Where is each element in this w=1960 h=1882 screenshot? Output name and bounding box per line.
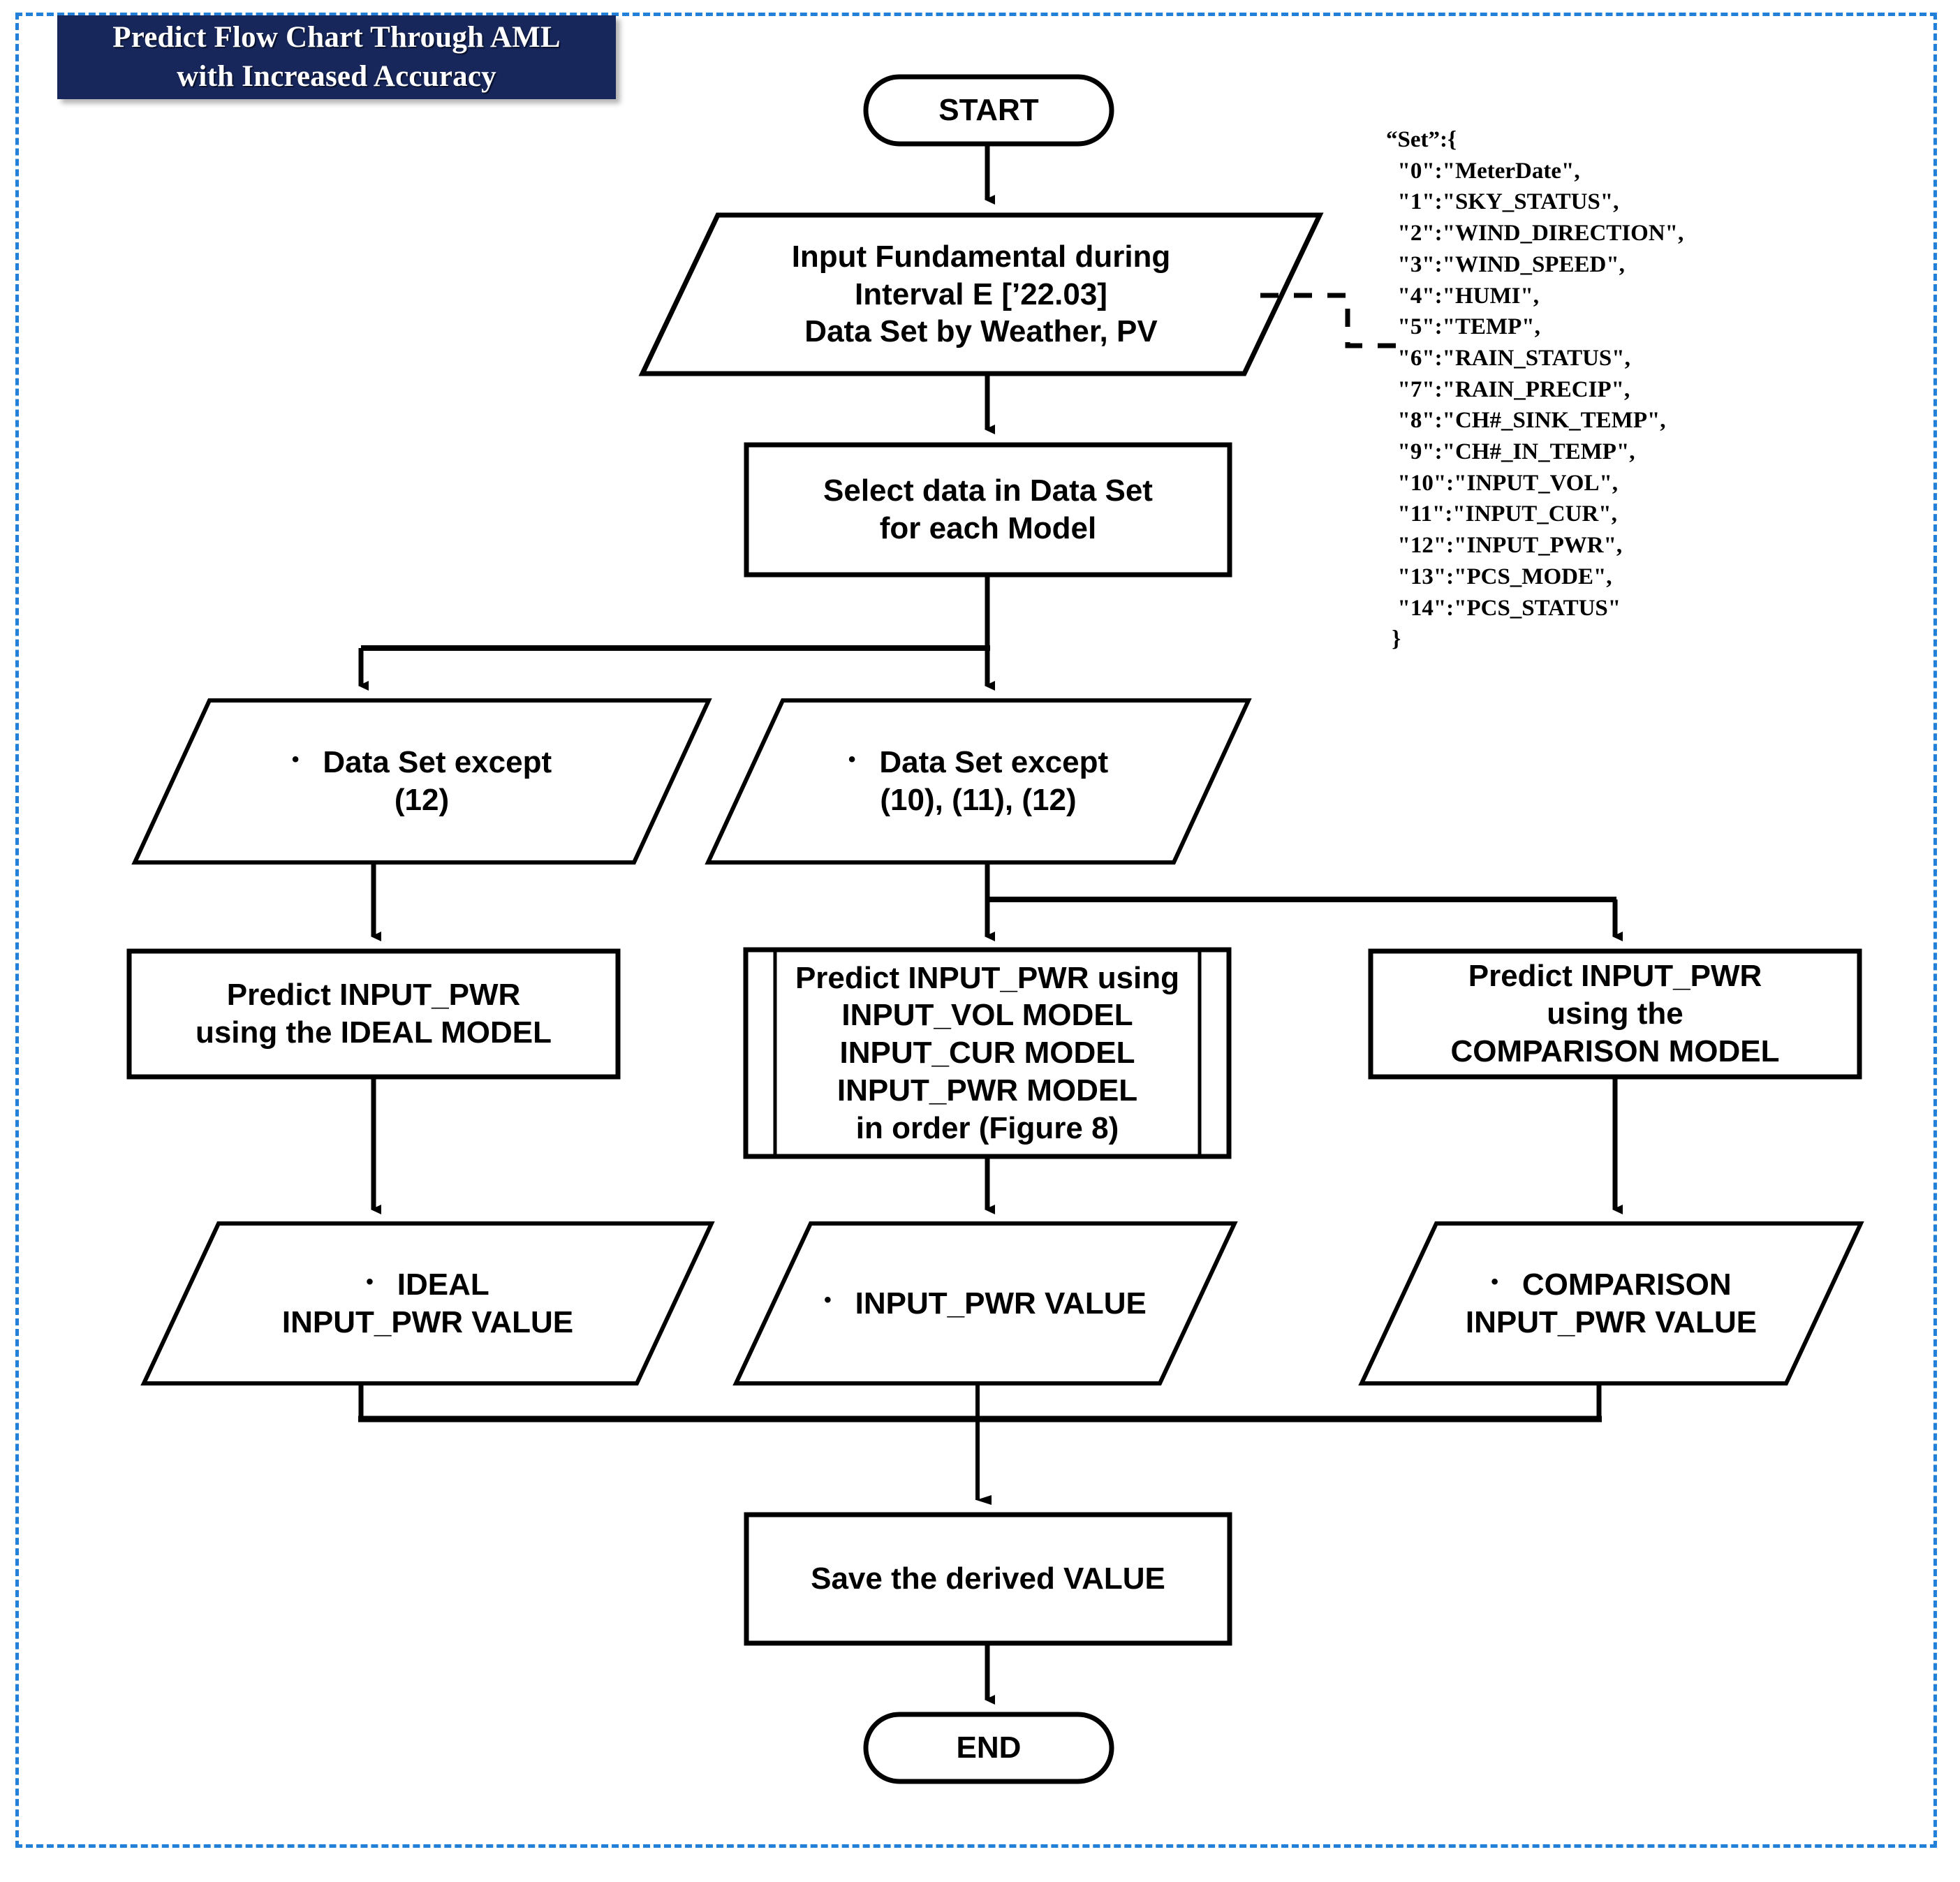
node-select-data-shape: [744, 442, 1232, 578]
figure-dashed-border: [15, 13, 1937, 1848]
figure-title-plate: Predict Flow Chart Through AML with Incr…: [57, 15, 616, 99]
node-input-data-shape: [638, 212, 1324, 376]
node-dataset-mid-shape: [705, 698, 1252, 865]
set-json-listing: “Set”:{ "0":"MeterDate", "1":"SKY_STATUS…: [1386, 127, 1684, 652]
node-out-comparison-shape: [1358, 1221, 1864, 1385]
node-predict-comparison-shape: [1368, 948, 1862, 1080]
node-predict-chain-shape: [743, 947, 1232, 1159]
node-out-ideal-shape: [140, 1221, 715, 1385]
figure-title-line-2: with Increased Accuracy: [177, 60, 496, 93]
node-start-shape: [863, 74, 1114, 147]
node-predict-ideal-shape: [126, 948, 621, 1080]
figure-title-line-1: Predict Flow Chart Through AML: [112, 21, 561, 54]
node-dataset-left-shape: [131, 698, 712, 865]
node-end-shape: [863, 1712, 1114, 1784]
node-save-value-shape: [744, 1512, 1232, 1646]
node-out-mid-shape: [732, 1221, 1238, 1385]
callout-dashed-connector: [1260, 293, 1403, 348]
